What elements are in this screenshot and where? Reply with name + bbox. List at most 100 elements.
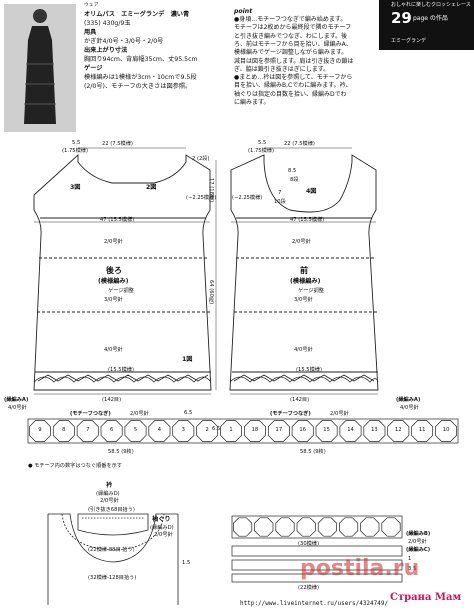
front-shoulder-rows: (1.75模様)	[248, 148, 274, 154]
point-line: 減目は図を参照します。肩は引き抜きの鎖は	[234, 57, 354, 65]
front-bottom-width: (15.5模様)	[296, 367, 322, 373]
motif-number: 5	[133, 427, 138, 433]
yarn-amount: (335) 430g/9玉	[84, 20, 131, 27]
back-neck-drop: 2 (2段)	[192, 156, 210, 162]
gauge-line2: (2/0号)、モチーフの大きさは図参照。	[84, 83, 192, 90]
edge-octagon	[381, 517, 401, 537]
back-armhole-depth: 17 (18段)	[208, 178, 214, 203]
edge-octagon	[275, 517, 295, 537]
motif-number: 2	[205, 427, 209, 433]
edge-b-needle: 2/0号針	[408, 539, 427, 545]
edge-b-label: (縁編みB)	[406, 531, 431, 537]
motif-number: 6	[109, 427, 114, 433]
back-needle-a: 2/0号針	[104, 239, 123, 245]
motif-octagon	[148, 420, 171, 442]
armhole-subtitle: (縁編みD)	[150, 525, 174, 531]
yarn-tag: エミーグランデ	[391, 38, 427, 44]
point-line: と引き抜き編みでつなぎ、わにします。後	[234, 32, 348, 40]
front-neck-depth: 8.5	[288, 168, 297, 174]
collar-rows1: (引き抜き68目拾う)	[88, 507, 135, 513]
edge-bc-size2: 3.5	[408, 566, 417, 572]
motif-note: ● モチーフ内の数字はつなぐ順番を示す	[28, 463, 123, 469]
back-bottom-scallop	[33, 374, 212, 383]
front-body-outline	[229, 154, 379, 391]
motif-number: 1	[229, 427, 233, 433]
front-side1: 7	[278, 190, 282, 196]
hem-total-left: 58.5 (9枚)	[108, 449, 134, 455]
motif-needle-right: 2/0号針	[330, 411, 349, 417]
page-suffix: page の作品	[413, 15, 448, 22]
point-line: ●身頃…モチーフつなぎで編み始めます。	[234, 16, 347, 23]
motif-octagon	[435, 420, 457, 442]
motif-number: 7	[86, 427, 90, 433]
back-decrease: (−2.25模様)	[186, 195, 217, 201]
edge-octagon	[317, 517, 337, 537]
motif-number: 12	[394, 427, 402, 433]
motif-strip	[27, 418, 459, 444]
pinterest-watermark: postila.ru	[300, 556, 420, 581]
motif-number: 4	[157, 427, 162, 433]
front-shoulder: 5.5	[258, 140, 267, 146]
motif-number: 15	[323, 427, 330, 433]
front-needle-c: 4/0号針	[294, 347, 313, 353]
edge-octagon	[296, 517, 316, 537]
edge-octagon	[360, 517, 380, 537]
motif-number: 13	[371, 427, 378, 433]
yarn-name: オリムパス エミーグランデ 濃い青	[84, 11, 190, 18]
dimension-lines	[34, 147, 378, 395]
collar-title: 衿	[106, 482, 113, 489]
motif-octagon	[172, 420, 195, 442]
point-line: モチーフは2枚めから最終段で隣のモチーフ	[234, 24, 352, 32]
edge-a-left-needle: 4/0号針	[8, 405, 27, 411]
edge-a-right: (縁編みA)	[396, 397, 421, 403]
model-silhouette-icon	[4, 4, 76, 132]
armhole-title: 袖ぐり	[152, 516, 171, 523]
motif-number: 10	[442, 427, 450, 433]
front-fig4: 4図	[306, 188, 317, 195]
motif-number: 8	[62, 427, 66, 433]
edge-bc-count1: (30模様)	[298, 541, 320, 547]
motif-octagon	[411, 420, 434, 442]
point-line: ろ、前はモチーフから目を拾い、縁編みA、	[234, 40, 352, 48]
motif-octagon	[339, 420, 362, 442]
back-needle-c: 4/0号針	[104, 347, 123, 353]
back-bottom-width: (15.5模様)	[108, 367, 134, 373]
point-line: ぎ、脇は鎖引き抜きはぎにします。	[234, 65, 330, 73]
materials-small-label: ウェア	[84, 3, 99, 8]
site-logo: Страна Мам	[390, 592, 462, 603]
back-length-body: 64 (60段)	[208, 280, 214, 305]
edge-c-label: (縁編みC)	[406, 547, 431, 553]
front-width-upper: 47 (15.5模様)	[290, 217, 325, 223]
back-fig2: 2図	[146, 184, 157, 191]
motif-number: 17	[275, 427, 283, 433]
back-gauge: ゲージ調整	[108, 288, 134, 294]
motif-needle-left: 2/0号針	[130, 411, 149, 417]
series-title: おしゃれに楽しむクロッシェレース	[391, 2, 471, 8]
footer-url: http://www.liveinternet.ru/users/4324749…	[240, 600, 389, 607]
tools-heading: 用具	[84, 29, 97, 36]
motif-number: 14	[347, 427, 354, 433]
back-width-upper: 47 (15.5模様)	[100, 217, 135, 223]
back-name: 後ろ	[106, 266, 122, 275]
motif-octagon	[29, 420, 51, 442]
size-value: 胸回り94cm、背肩幅35cm、丈95.5cm	[84, 56, 198, 63]
motif-octagon	[124, 420, 147, 442]
motif-octagon	[363, 420, 386, 442]
gauge-line1: 模様編みは1模様が3cm・10cmで9.5段	[84, 74, 197, 81]
header-bar: おしゃれに楽しむクロッシェレース 29 page の作品 エミーグランデ	[379, 0, 474, 50]
back-fig3: 3図	[70, 184, 81, 191]
motif-count-left: 6.5	[184, 410, 193, 416]
collar-diagram	[47, 513, 179, 605]
motif-join-label-right: (モチーフつなぎ)	[270, 411, 311, 417]
motif-height: 6.5	[212, 426, 221, 432]
front-neck-rows: 8段	[290, 177, 299, 183]
front-needle-a: 2/0号針	[292, 239, 311, 245]
back-needle-b: 3/0号針	[104, 297, 123, 303]
collar-size: 1.5	[182, 560, 191, 566]
motif-octagon	[196, 420, 219, 442]
motif-number: 11	[418, 427, 426, 433]
motif-join-label: (モチーフつなぎ)	[70, 411, 111, 417]
armhole-needle: 2/0号針	[154, 532, 173, 538]
front-needle-b: 3/0号針	[294, 297, 313, 303]
back-shoulder-rows: (1.75模様)	[62, 148, 88, 154]
